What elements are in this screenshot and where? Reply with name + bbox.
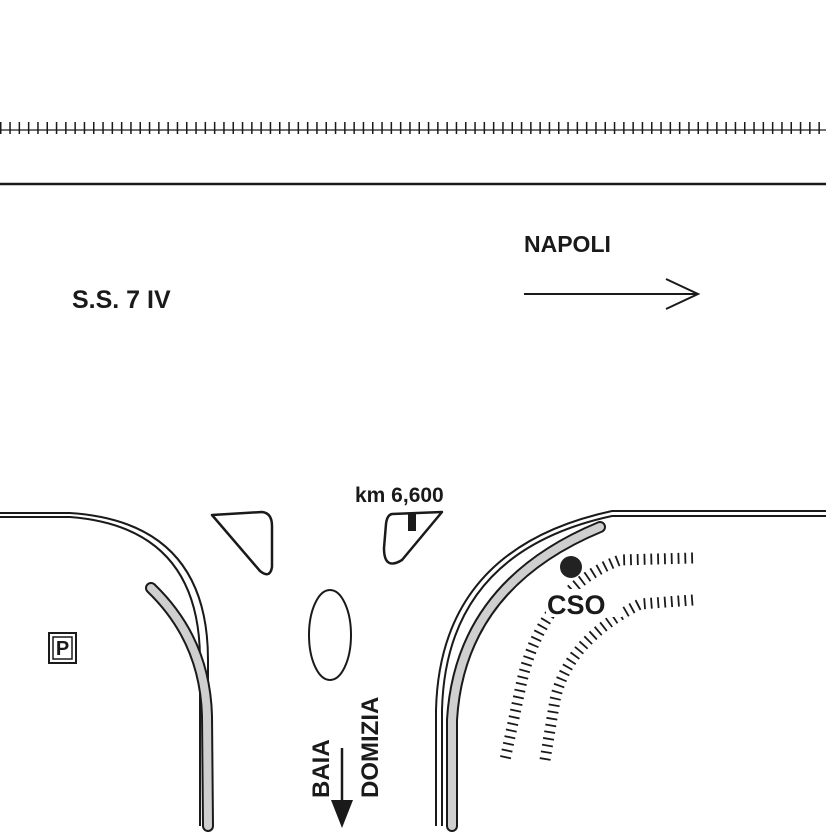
direction-south-label-2: DOMIZIA [357, 697, 384, 798]
direction-east-label: NAPOLI [524, 231, 611, 257]
center-island [308, 589, 352, 681]
right-road-edge-inner [441, 515, 826, 826]
road-name-label: S.S. 7 IV [72, 286, 171, 314]
right-road-edge [435, 510, 826, 826]
skid-marks-outer [499, 552, 694, 762]
direction-south-label-1: BAIA [308, 739, 335, 798]
accident-point-label: CSO [547, 590, 606, 620]
accident-label-bg [546, 589, 622, 617]
skid-marks-inner [539, 594, 694, 761]
left-road-edge-inner [0, 516, 201, 826]
km-marker-label: km 6,600 [355, 484, 444, 507]
left-road-edge [0, 512, 209, 826]
parking-sign-inner [52, 636, 73, 660]
km-marker-post [408, 513, 416, 531]
parking-sign-label: P [56, 638, 69, 660]
traffic-island-left [210, 510, 274, 576]
arrow-down-icon [331, 748, 353, 828]
right-guardrail-fill [448, 523, 604, 830]
traffic-island-right [382, 510, 444, 565]
accident-point-marker [560, 556, 582, 578]
arrow-right-icon [524, 278, 701, 310]
left-guardrail-fill [147, 584, 212, 830]
